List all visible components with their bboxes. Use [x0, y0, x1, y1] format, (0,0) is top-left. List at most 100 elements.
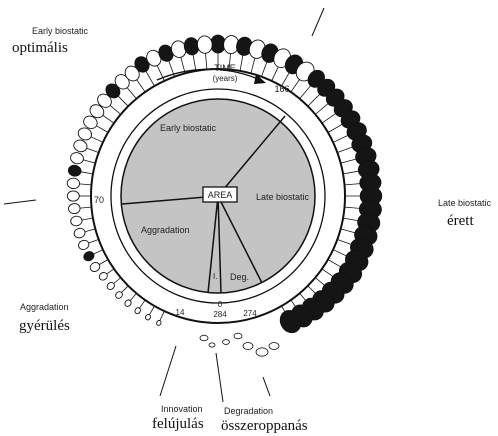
tree-trunk [96, 125, 110, 134]
tree-crown [83, 115, 98, 130]
tick-14: 14 [176, 308, 185, 317]
tree-crown [89, 104, 105, 119]
center-label: AREA [208, 190, 233, 200]
tree-trunk [205, 53, 208, 71]
tree-crown [145, 314, 151, 321]
outer-label-early-en: Early biostatic [32, 26, 89, 36]
tree-trunk [81, 217, 94, 221]
tree-trunk [102, 114, 116, 125]
sector-label-early: Early biostatic [160, 123, 217, 133]
fallen-debris [255, 347, 269, 357]
tree-trunk [260, 61, 268, 78]
leader-innovation [159, 345, 177, 397]
tree-trunk [228, 53, 231, 71]
tree-trunk [332, 248, 347, 257]
center-label-box [202, 186, 238, 203]
tree-trunk [79, 183, 93, 186]
tick-284: 284 [213, 310, 227, 319]
fallen-debris [233, 332, 243, 340]
tree-crown [66, 177, 81, 190]
tree-trunk [326, 124, 343, 134]
outer-label-degradation-hu: összeroppanás [221, 418, 308, 434]
tree-crown [115, 291, 123, 299]
tree-trunk [250, 57, 256, 75]
tick-166: 166 [274, 84, 289, 94]
tree-crown [98, 272, 108, 281]
fallen-debris [208, 342, 216, 348]
tick-274: 274 [243, 309, 257, 318]
line-innovation-degradation [217, 195, 222, 294]
outer-label-degradation-en: Degradation [224, 406, 273, 416]
tree-trunk [109, 105, 122, 116]
tree-trunk [320, 267, 334, 277]
leader-left [3, 199, 37, 205]
leader-collapse [262, 376, 271, 397]
tree-crown [68, 203, 81, 215]
tree-crown [106, 281, 115, 291]
tree-trunk [339, 158, 357, 164]
tree-trunk [168, 60, 176, 78]
tree-trunk [117, 95, 130, 108]
outer-label-aggradation-en: Aggradation [20, 302, 69, 312]
tree-trunk [343, 206, 360, 209]
tree-crown [83, 251, 95, 262]
tree-trunk [298, 85, 311, 100]
tree-crown-ring [66, 34, 383, 357]
line-early-aggradation [121, 195, 219, 205]
tree-trunk [332, 135, 348, 144]
outer-label-aggradation-hu: gyérülés [19, 318, 70, 334]
outer-label-innovation-hu: felújulás [152, 416, 204, 432]
tree-trunk [192, 54, 197, 72]
fallen-debris [242, 342, 254, 350]
leader-early [311, 7, 325, 37]
fallen-debris [222, 339, 230, 345]
line-early-late [217, 115, 286, 197]
fallen-debris [268, 342, 280, 350]
tree-trunk [90, 136, 104, 144]
tree-trunk [126, 87, 138, 100]
tree-trunk [336, 146, 353, 154]
tree-trunk [239, 55, 244, 72]
sector-label-late: Late biostatic [256, 192, 310, 202]
leader-degradation [215, 352, 224, 403]
outer-label-innovation-en: Innovation [161, 404, 203, 414]
outer-label-late-hu: érett [447, 213, 474, 229]
tree-crown [279, 310, 302, 334]
sector-label-innovation: I. [213, 272, 217, 281]
tree-trunk [156, 65, 166, 82]
tree-trunk [314, 103, 329, 116]
tree-crown [156, 320, 162, 326]
time-label: TIME [214, 63, 236, 73]
tree-crown [70, 152, 84, 165]
tree-crown [73, 139, 88, 153]
tree-crown [66, 190, 80, 202]
tree-trunk [342, 217, 358, 221]
leader-lines [3, 7, 325, 403]
time-units: (years) [213, 74, 238, 83]
tree-crown [134, 307, 141, 315]
tree-crown [77, 127, 92, 141]
line-degradation-late [217, 195, 263, 284]
tree-trunk [326, 258, 341, 268]
tree-trunk [83, 159, 97, 164]
tree-crown [67, 164, 82, 177]
tree-trunk [343, 183, 360, 186]
time-arrow [156, 68, 266, 84]
tree-trunk [145, 71, 156, 88]
tree-crown [78, 239, 90, 250]
tree-trunk [280, 72, 290, 88]
tree-crown [124, 299, 132, 307]
sector-label-aggradation: Aggradation [141, 225, 190, 235]
outer-label-early-hu: optimális [12, 40, 68, 56]
tree-trunk [306, 94, 320, 108]
tree-crown [196, 35, 213, 54]
tree-trunk [80, 171, 94, 175]
tree-crown [73, 227, 86, 239]
tree-trunk [320, 113, 336, 125]
tree-trunk [314, 276, 325, 286]
tree-crown [70, 215, 83, 227]
tree-trunk [80, 206, 93, 209]
tree-crown [89, 262, 101, 272]
tree-trunk [339, 228, 356, 234]
